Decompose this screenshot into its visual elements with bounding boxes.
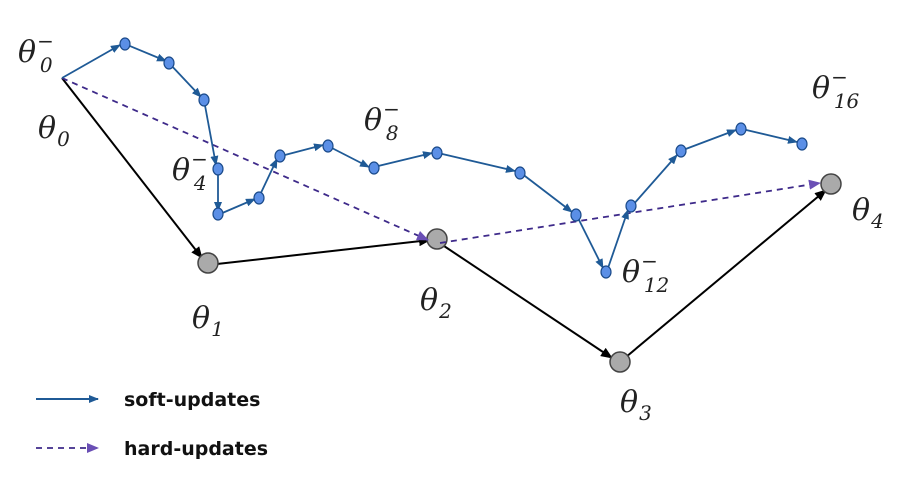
- soft-node-14: [625, 199, 637, 213]
- soft-node-16: [735, 122, 747, 136]
- soft-node-3: [198, 93, 210, 107]
- label-theta-0: θ0: [38, 111, 70, 151]
- soft-updates-trajectory: [61, 37, 808, 279]
- main-trajectory: [61, 77, 842, 373]
- soft-node-13: [600, 265, 612, 279]
- label-theta-2: θ2: [420, 283, 452, 323]
- soft-node-15: [675, 144, 687, 158]
- legend-hard-label: hard-updates: [124, 438, 268, 460]
- label-theta-4-minus: θ−4: [172, 147, 208, 195]
- main-node-4: [820, 173, 842, 195]
- main-node-3: [609, 351, 631, 373]
- main-edge-2-3: [437, 241, 613, 359]
- label-theta-1: θ1: [192, 301, 224, 341]
- soft-node-9: [368, 161, 380, 175]
- soft-node-17: [796, 137, 808, 151]
- soft-node-12: [570, 208, 582, 222]
- label-theta-4: θ4: [852, 193, 884, 233]
- main-edge-3-4: [619, 189, 827, 363]
- main-edge-0-1: [61, 77, 203, 259]
- soft-node-4: [212, 162, 224, 176]
- hard-edge-2-4: [439, 179, 821, 244]
- soft-node-10: [431, 146, 443, 160]
- label-theta-0-minus: θ−0: [18, 29, 54, 77]
- soft-node-8: [322, 139, 334, 153]
- hard-updates-trajectory: [61, 77, 821, 244]
- label-theta-3: θ3: [620, 385, 652, 425]
- label-theta-8-minus: θ−8: [364, 97, 400, 145]
- soft-node-1: [119, 37, 131, 51]
- soft-node-2: [163, 56, 175, 70]
- label-theta-16-minus: θ−16: [812, 65, 860, 113]
- legend: soft-updates hard-updates: [36, 389, 268, 460]
- main-edge-1-2: [207, 236, 431, 266]
- soft-node-6: [253, 191, 265, 205]
- legend-soft-label: soft-updates: [124, 389, 260, 411]
- hard-edge-0-2: [61, 77, 429, 241]
- soft-node-11: [514, 166, 526, 180]
- label-theta-12-minus: θ−12: [622, 249, 669, 297]
- node-labels: θ−0 θ0 θ−4 θ−8 θ−12 θ−16 θ1 θ2 θ3 θ4: [18, 29, 884, 425]
- main-node-2: [426, 228, 448, 250]
- soft-node-7: [274, 149, 286, 163]
- main-node-1: [197, 252, 219, 274]
- soft-node-5: [212, 207, 224, 221]
